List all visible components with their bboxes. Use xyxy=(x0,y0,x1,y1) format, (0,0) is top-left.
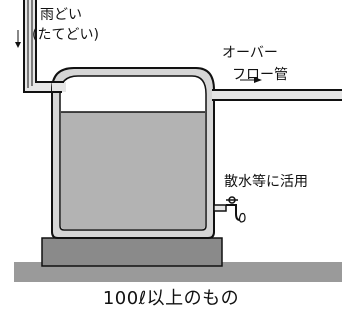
overflow-label-line2: フロー管 xyxy=(232,67,288,83)
overflow-label-line1: オーバー xyxy=(222,45,278,61)
base-block xyxy=(41,237,223,267)
water-level xyxy=(61,112,205,229)
faucet-icon xyxy=(213,196,246,223)
overflow-pipe xyxy=(212,89,342,101)
faucet-use-label: 散水等に活用 xyxy=(224,174,308,190)
downspout-arrow-icon xyxy=(15,30,21,48)
capacity-caption: 100ℓ以上のもの xyxy=(102,288,240,309)
overflow-arrow-icon xyxy=(240,77,262,83)
downspout-label: 雨どい xyxy=(40,7,82,23)
ground-strip xyxy=(14,262,342,282)
downspout-sublabel: (たてどい) xyxy=(32,27,99,43)
